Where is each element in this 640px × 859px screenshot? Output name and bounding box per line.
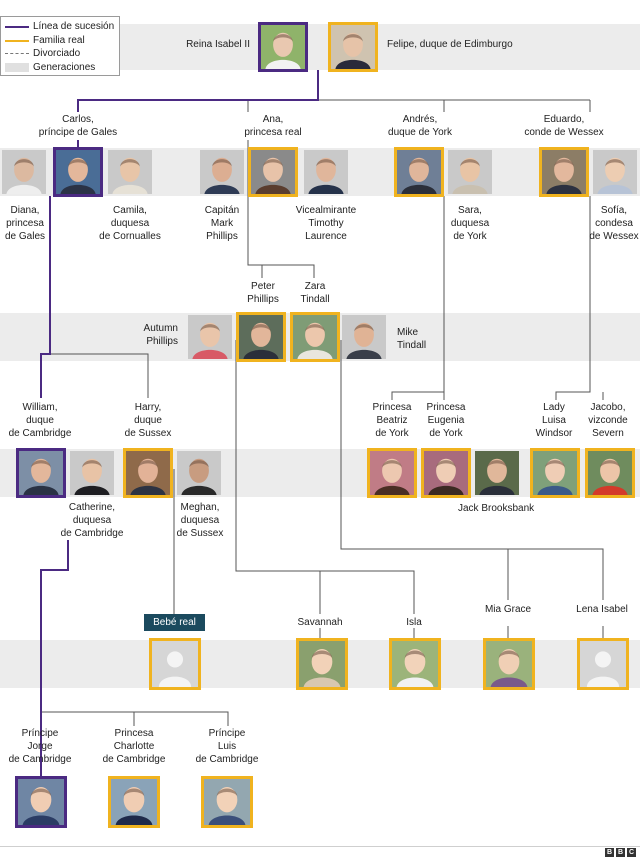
bbc-logo-b2: B [616, 848, 625, 857]
portrait-sofia[interactable] [593, 150, 637, 194]
portrait-timothy[interactable] [304, 150, 348, 194]
name-felipe: Felipe, duque de Edimburgo [387, 39, 513, 50]
portrait-charlotte[interactable] [108, 776, 160, 828]
royal-baby-tag: Bebé real [144, 614, 205, 631]
portrait-eugenia[interactable] [421, 448, 471, 498]
portrait-savannah[interactable] [296, 638, 348, 690]
portrait-harry[interactable] [123, 448, 173, 498]
name-isla: Isla [406, 617, 422, 628]
portrait-carlos[interactable] [53, 147, 103, 197]
bbc-logo-b1: B [605, 848, 614, 857]
name-eduardo: Eduardo,conde de Wessex [524, 114, 604, 138]
legend-label-divorced: Divorciado [33, 48, 81, 59]
legend-label-succession: Línea de sucesión [33, 21, 115, 32]
portrait-ana[interactable] [248, 147, 298, 197]
portrait-mark[interactable] [200, 150, 244, 194]
legend-swatch-succession [5, 26, 29, 28]
portrait-sara[interactable] [448, 150, 492, 194]
portrait-camila[interactable] [108, 150, 152, 194]
portrait-meghan[interactable] [177, 451, 221, 495]
name-mia: Mia Grace [484, 604, 532, 615]
portrait-autumn[interactable] [188, 315, 232, 359]
portrait-beatriz[interactable] [367, 448, 417, 498]
name-ana: Ana,princesa real [244, 114, 302, 138]
portrait-lena-placeholder[interactable] [577, 638, 629, 690]
portrait-isabel[interactable] [258, 22, 308, 72]
legend-label-generations: Generaciones [33, 62, 96, 73]
portrait-felipe[interactable] [328, 22, 378, 72]
name-isabel: Reina Isabel II [186, 39, 250, 50]
portrait-peter[interactable] [236, 312, 286, 362]
portrait-zara[interactable] [290, 312, 340, 362]
legend-swatch-generations [5, 63, 29, 72]
portrait-eduardo[interactable] [539, 147, 589, 197]
portrait-jorge[interactable] [15, 776, 67, 828]
name-jack: Jack Brooksbank [458, 503, 535, 514]
family-lines [40, 99, 604, 726]
portrait-bebe-placeholder[interactable] [149, 638, 201, 690]
name-lena: Lena Isabel [576, 604, 628, 615]
portrait-william[interactable] [16, 448, 66, 498]
portrait-catherine[interactable] [70, 451, 114, 495]
portrait-mia[interactable] [483, 638, 535, 690]
portrait-diana[interactable] [2, 150, 46, 194]
name-andres: Andrés,duque de York [388, 114, 452, 138]
portrait-andres[interactable] [394, 147, 444, 197]
bbc-logo-c: C [627, 848, 636, 857]
portrait-jack[interactable] [475, 451, 519, 495]
name-carlos: Carlos,príncipe de Gales [38, 114, 118, 138]
legend-swatch-divorced [5, 53, 29, 54]
portrait-luisa[interactable] [530, 448, 580, 498]
portrait-luis[interactable] [201, 776, 253, 828]
legend-swatch-royal [5, 40, 29, 42]
portrait-mike[interactable] [342, 315, 386, 359]
legend-label-royal: Familia real [33, 35, 85, 46]
portrait-isla[interactable] [389, 638, 441, 690]
portrait-jacobo[interactable] [585, 448, 635, 498]
legend: Línea de sucesión Familia real Divorciad… [0, 16, 120, 76]
name-savannah: Savannah [297, 617, 343, 628]
footer-rule [0, 846, 640, 847]
